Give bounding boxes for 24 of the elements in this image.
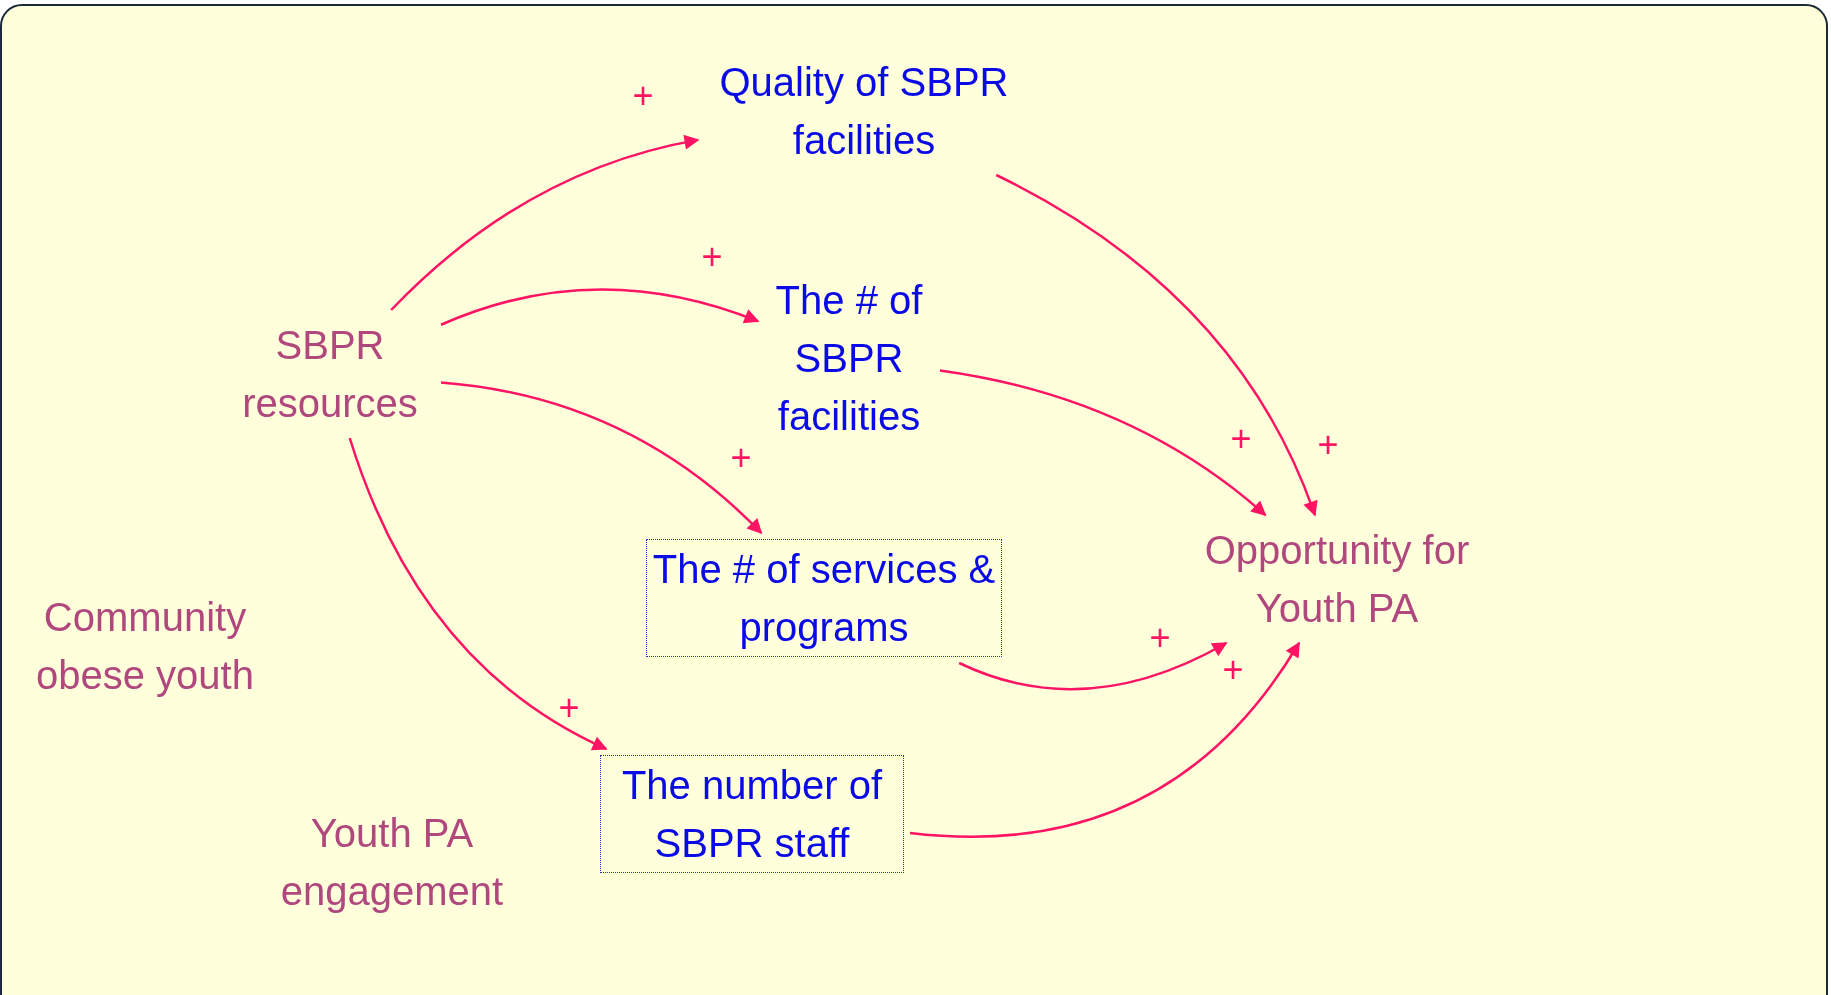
polarity-sign: + [730, 443, 752, 473]
variable-label: Community obese youth [35, 594, 255, 699]
causal-arrow [440, 381, 763, 535]
causal-arrow [348, 437, 608, 751]
variable-label: SBPR resources [225, 316, 435, 432]
variable-label: The # of SBPR facilities [764, 271, 934, 445]
variable-label: Youth PA engagement [279, 810, 505, 915]
causal-arrow [995, 173, 1318, 517]
variable-box: The # of services & programs [646, 539, 1002, 657]
polarity-sign: + [558, 693, 580, 723]
causal-arrow [939, 369, 1267, 516]
polarity-sign: + [1230, 424, 1252, 454]
causal-arrow [909, 641, 1301, 838]
polarity-sign: + [1222, 655, 1244, 685]
polarity-sign: + [632, 81, 654, 111]
variable-label: Quality of SBPR facilities [704, 53, 1024, 169]
polarity-sign: + [1149, 623, 1171, 653]
causal-arrow [440, 288, 760, 326]
causal-arrow [390, 135, 700, 311]
variable-box: The number of SBPR staff [600, 755, 904, 873]
polarity-sign: + [701, 242, 723, 272]
variable-label: Opportunity for Youth PA [1202, 521, 1472, 637]
causal-arrow [958, 641, 1228, 691]
polarity-sign: + [1317, 430, 1339, 460]
